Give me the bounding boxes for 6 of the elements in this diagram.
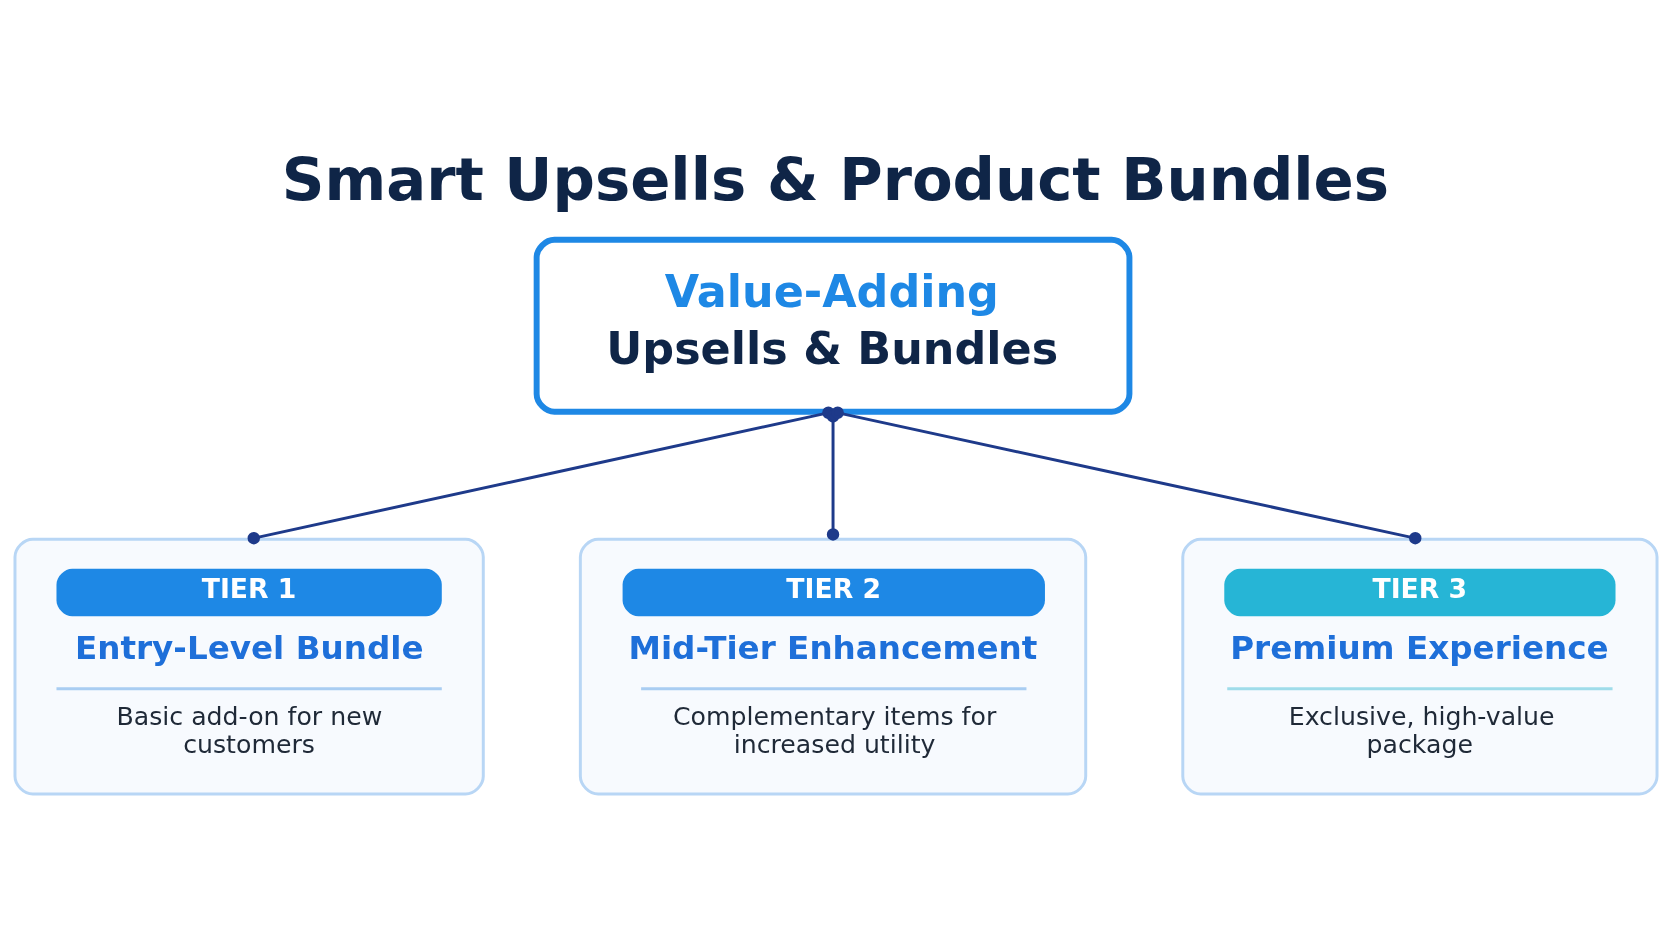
diagram-title: Smart Upsells & Product Bundles [281, 144, 1390, 214]
node-box: Value-Adding Upsells & Bundles [533, 236, 1133, 415]
node-box: TIER 2 Mid-Tier Enhancement Complementary items for increased utility [578, 537, 1088, 796]
node-box: TIER 1 Entry-Level Bundle Basic add-on for new customers [13, 537, 485, 796]
node-box: TIER 3 Premium Experience Exclusive, high-value package [1181, 537, 1659, 796]
connector [831, 406, 1422, 544]
